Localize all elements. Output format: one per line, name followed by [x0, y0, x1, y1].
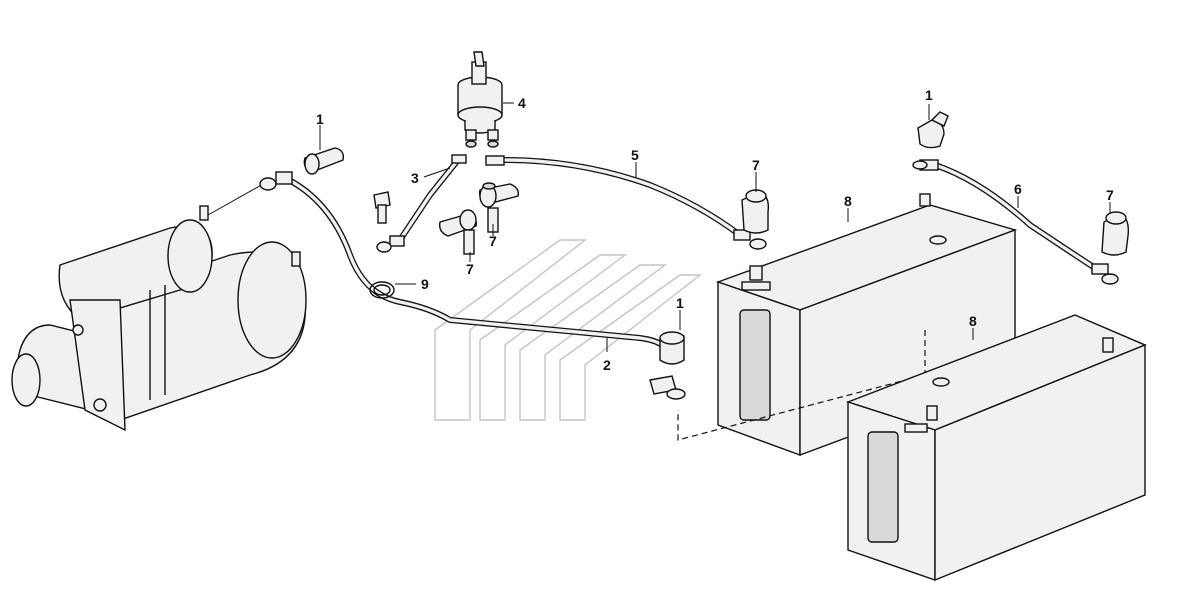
callout-2-cable: 2	[603, 357, 611, 373]
bolt	[373, 191, 391, 224]
terminal-cap-battery1	[741, 189, 770, 234]
callout-7-cap-battery1: 7	[752, 157, 760, 173]
cable-tie	[369, 281, 395, 299]
callout-labels: 1 4 3 5 7 7 7 1 6 7 8 8 1 2 9	[316, 87, 1114, 373]
callout-9-cable-tie: 9	[421, 276, 429, 292]
callout-4-switch: 4	[518, 95, 526, 111]
terminal-cover-top-right	[917, 111, 949, 149]
callout-8-battery2: 8	[969, 313, 977, 329]
callout-7-cap-switch-a: 7	[489, 233, 497, 249]
callout-6-link-cable: 6	[1014, 181, 1022, 197]
callout-1-cable2-end: 1	[676, 295, 684, 311]
callout-7-cap-switch-b: 7	[466, 261, 474, 277]
battery-2	[845, 314, 1147, 582]
callout-7-cap-battery2: 7	[1106, 187, 1114, 203]
terminal-cover-starter	[303, 147, 345, 175]
cable-short	[376, 154, 467, 253]
terminal-cap-battery2	[1101, 211, 1130, 256]
watermark-logo	[434, 239, 703, 421]
cable-switch-to-battery	[485, 155, 767, 250]
terminal-cover-cable2	[649, 331, 686, 400]
cable-battery-link	[912, 159, 1119, 285]
starter-motor	[11, 205, 307, 432]
cable-starter-to-battery	[259, 171, 665, 348]
battery-main-switch	[457, 51, 503, 148]
callout-1-starter: 1	[316, 111, 324, 127]
terminal-caps-switch	[438, 182, 520, 255]
callout-3-short-cable: 3	[411, 170, 419, 186]
starter-leader	[207, 182, 266, 216]
callout-5-cable: 5	[631, 147, 639, 163]
callout-1-top-right: 1	[925, 87, 933, 103]
callout-8-battery1: 8	[844, 193, 852, 209]
leader-lines	[319, 102, 1111, 352]
battery-1	[715, 193, 1018, 457]
connection-dashed-line	[677, 330, 926, 441]
